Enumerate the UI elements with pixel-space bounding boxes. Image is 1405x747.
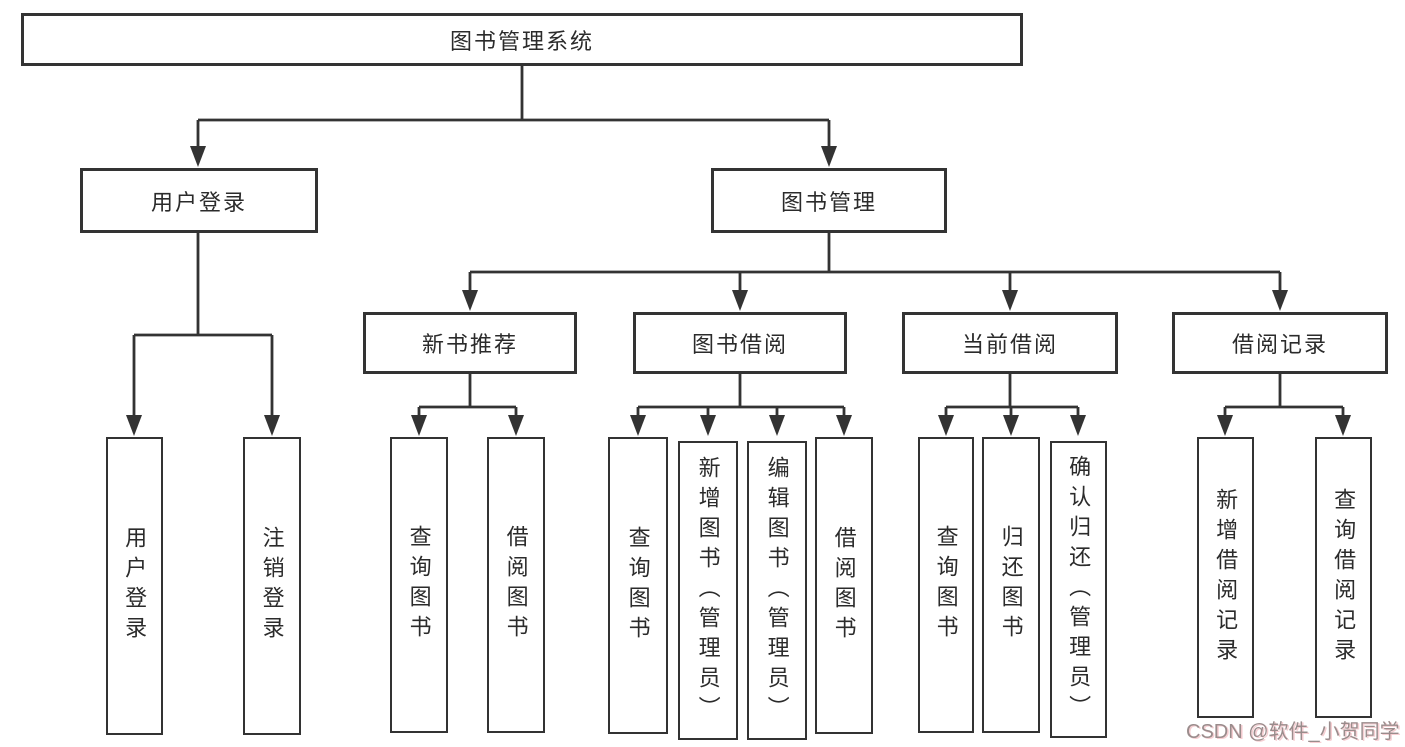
- node-label: 查询图书: [406, 525, 432, 645]
- leaf-query-books-1: 查询图书: [390, 437, 448, 733]
- node-label: 查询借阅记录: [1331, 487, 1357, 668]
- node-label: 当前借阅: [961, 332, 1058, 357]
- csdn-watermark: CSDN @软件_小贺同学: [1186, 721, 1400, 743]
- node-label: 查询图书: [625, 525, 651, 646]
- leaf-edit-book-admin: 编辑图书（管理员）: [747, 441, 807, 740]
- node-label: 借阅图书: [503, 525, 529, 645]
- node-label: 查询图书: [933, 525, 959, 645]
- connector-root-split: [196, 66, 831, 149]
- leaf-return-book: 归还图书: [982, 437, 1040, 733]
- node-label: 新增图书（管理员）: [695, 455, 721, 726]
- node-user-login: 用户登录: [80, 168, 318, 233]
- leaf-user-login: 用户登录: [106, 437, 163, 735]
- connector-current-borrow-split: [944, 374, 1080, 418]
- node-current-borrowing: 当前借阅: [902, 312, 1118, 374]
- node-label: 借阅图书: [831, 525, 857, 646]
- leaf-query-books-2: 查询图书: [608, 437, 668, 734]
- node-new-book-recommend: 新书推荐: [363, 312, 577, 374]
- connector-borrow-records-split: [1223, 374, 1345, 418]
- node-label: 借阅记录: [1231, 332, 1328, 357]
- connector-user-login-split: [132, 233, 274, 418]
- node-label: 编辑图书（管理员）: [764, 455, 790, 726]
- node-label: 图书借阅: [691, 332, 788, 357]
- connector-book-borrow-split: [636, 374, 846, 418]
- node-library-system: 图书管理系统: [21, 13, 1023, 66]
- node-book-management: 图书管理: [711, 168, 947, 233]
- node-label: 归还图书: [998, 525, 1024, 645]
- leaf-add-book-admin: 新增图书（管理员）: [678, 441, 738, 740]
- node-label: 图书管理系统: [449, 28, 594, 54]
- leaf-confirm-return-admin: 确认归还（管理员）: [1050, 441, 1107, 738]
- leaf-borrow-books-2: 借阅图书: [815, 437, 873, 734]
- node-label: 注销登录: [259, 526, 285, 646]
- node-borrowing-records: 借阅记录: [1172, 312, 1388, 374]
- connector-new-book-split: [417, 374, 518, 418]
- arrowheads: [126, 146, 1351, 436]
- leaf-add-borrow-record: 新增借阅记录: [1197, 437, 1254, 718]
- leaf-logout: 注销登录: [243, 437, 301, 735]
- leaf-borrow-books-1: 借阅图书: [487, 437, 545, 733]
- node-label: 用户登录: [150, 189, 247, 215]
- connector-book-mgmt-split: [468, 233, 1282, 293]
- node-label: 新增借阅记录: [1213, 487, 1239, 668]
- node-label: 新书推荐: [421, 332, 518, 357]
- leaf-query-borrow-record: 查询借阅记录: [1315, 437, 1372, 718]
- node-label: 确认归还（管理员）: [1066, 454, 1092, 725]
- node-label: 图书管理: [780, 189, 877, 215]
- leaf-query-books-3: 查询图书: [918, 437, 974, 733]
- node-label: 用户登录: [122, 526, 148, 646]
- node-book-borrowing: 图书借阅: [633, 312, 847, 374]
